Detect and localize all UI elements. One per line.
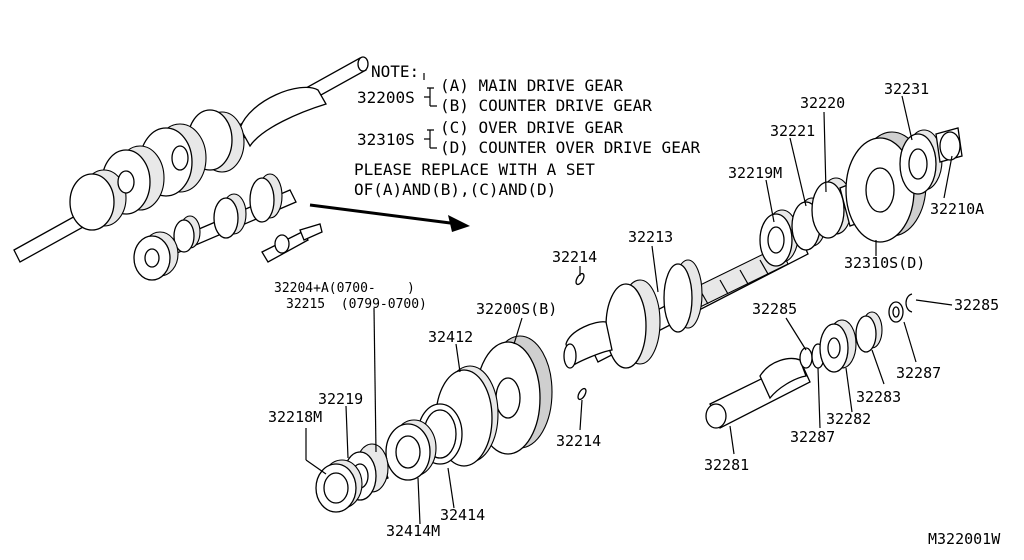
bearing-32414	[385, 403, 463, 481]
part-label-32220: 32220	[800, 94, 846, 112]
note-replace-line-1: PLEASE REPLACE WITH A SET	[354, 160, 595, 179]
part-label-32283: 32283	[856, 388, 902, 406]
overview-assembly	[13, 56, 369, 281]
note-line-d: (D) COUNTER OVER DRIVE GEAR	[440, 138, 701, 157]
part-label-32412: 32412	[428, 328, 474, 346]
part-label-32219: 32219	[318, 390, 364, 408]
part-label-32210A: 32210A	[930, 200, 985, 218]
note-line-b: (B) COUNTER DRIVE GEAR	[440, 96, 652, 115]
part-label-32285-left: 32285	[752, 300, 798, 318]
pin-32214-top	[575, 272, 585, 286]
part-label-32213: 32213	[628, 228, 674, 246]
part-label-32310S-D: 32310S(D)	[844, 254, 926, 272]
diagram-code: M322001W	[928, 530, 1001, 548]
part-label-32218M: 32218M	[268, 408, 323, 426]
note-group2-code: 32310S	[357, 130, 415, 149]
note-brackets	[423, 73, 437, 149]
part-label-32231: 32231	[884, 80, 930, 98]
part-label-32204A: 32204+A(0700- )	[274, 281, 415, 296]
mainshaft-32213	[563, 235, 809, 369]
leader-lines	[305, 95, 953, 525]
note-group1-code: 32200S	[357, 88, 415, 107]
part-label-32285-right: 32285	[954, 296, 1000, 314]
part-label-32214-top: 32214	[552, 248, 598, 266]
direction-arrow	[309, 203, 470, 232]
part-label-32414M: 32414M	[386, 522, 441, 540]
bearing-32219	[315, 443, 389, 513]
part-label-32287-left: 32287	[790, 428, 836, 446]
note-title: NOTE:	[371, 62, 420, 81]
part-label-32221: 32221	[770, 122, 816, 140]
part-label-32287-right: 32287	[896, 364, 942, 382]
part-label-32282: 32282	[826, 410, 872, 428]
part-label-32200S-B: 32200S(B)	[476, 300, 558, 318]
part-label-32219M: 32219M	[728, 164, 783, 182]
note-line-c: (C) OVER DRIVE GEAR	[440, 118, 624, 137]
part-label-32215: 32215 (0799-0700)	[286, 297, 427, 312]
note-replace-line-2: OF(A)AND(B),(C)AND(D)	[354, 180, 557, 199]
part-label-32214-bottom: 32214	[556, 432, 602, 450]
pin-32214-bottom	[577, 387, 587, 401]
part-label-32414: 32414	[440, 506, 486, 524]
note-line-a: (A) MAIN DRIVE GEAR	[440, 76, 624, 95]
part-label-32281: 32281	[704, 456, 750, 474]
overdrive-assembly	[759, 127, 963, 267]
reverse-idler-assembly	[705, 293, 913, 429]
